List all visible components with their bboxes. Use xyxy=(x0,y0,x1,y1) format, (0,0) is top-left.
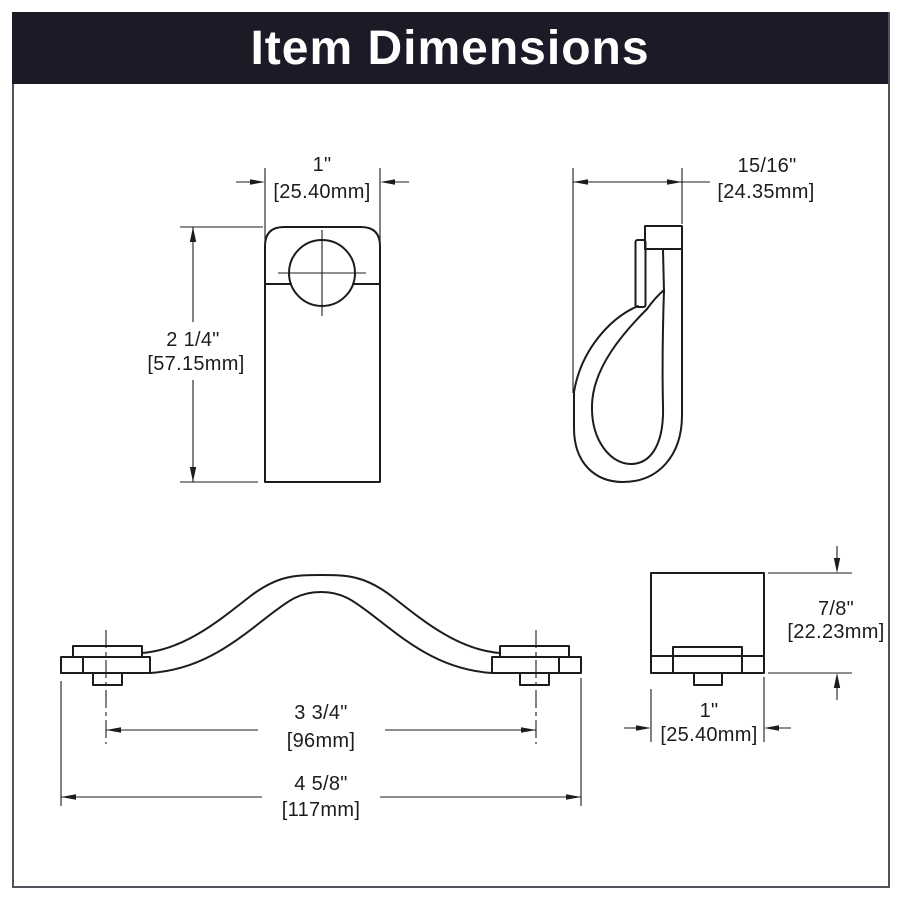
side-depth-mm: [24.35mm] xyxy=(717,181,815,203)
front-height-inches: 2 1/4" xyxy=(166,329,220,351)
side-profile-dimension-lines xyxy=(572,168,710,393)
end-view xyxy=(624,546,852,742)
front-width-inches: 1" xyxy=(312,154,332,176)
handle-center-to-center-mm: [96mm] xyxy=(286,730,356,752)
end-width-inches: 1" xyxy=(699,700,719,722)
screw-centerlines xyxy=(105,630,537,744)
front-tab-dimension-lines xyxy=(180,168,409,483)
side-depth-inches: 15/16" xyxy=(737,155,797,177)
front-tab-view xyxy=(180,168,409,483)
handle-overall-length-mm: [117mm] xyxy=(281,799,361,821)
page-title: Item Dimensions xyxy=(250,21,650,75)
handle-dimension-lines xyxy=(60,678,582,806)
end-height-inches: 7/8" xyxy=(817,598,855,620)
handle-center-to-center-inches: 3 3/4" xyxy=(294,702,348,724)
front-width-mm: [25.40mm] xyxy=(273,181,371,203)
end-height-mm: [22.23mm] xyxy=(787,621,885,643)
title-bar: Item Dimensions xyxy=(12,12,888,84)
side-profile-view xyxy=(572,168,710,483)
handle-overall-length-inches: 4 5/8" xyxy=(294,773,348,795)
handle-front-view xyxy=(60,574,582,806)
end-width-mm: [25.40mm] xyxy=(660,724,758,746)
front-height-mm: [57.15mm] xyxy=(147,353,245,375)
end-view-dimension-lines xyxy=(624,546,852,742)
